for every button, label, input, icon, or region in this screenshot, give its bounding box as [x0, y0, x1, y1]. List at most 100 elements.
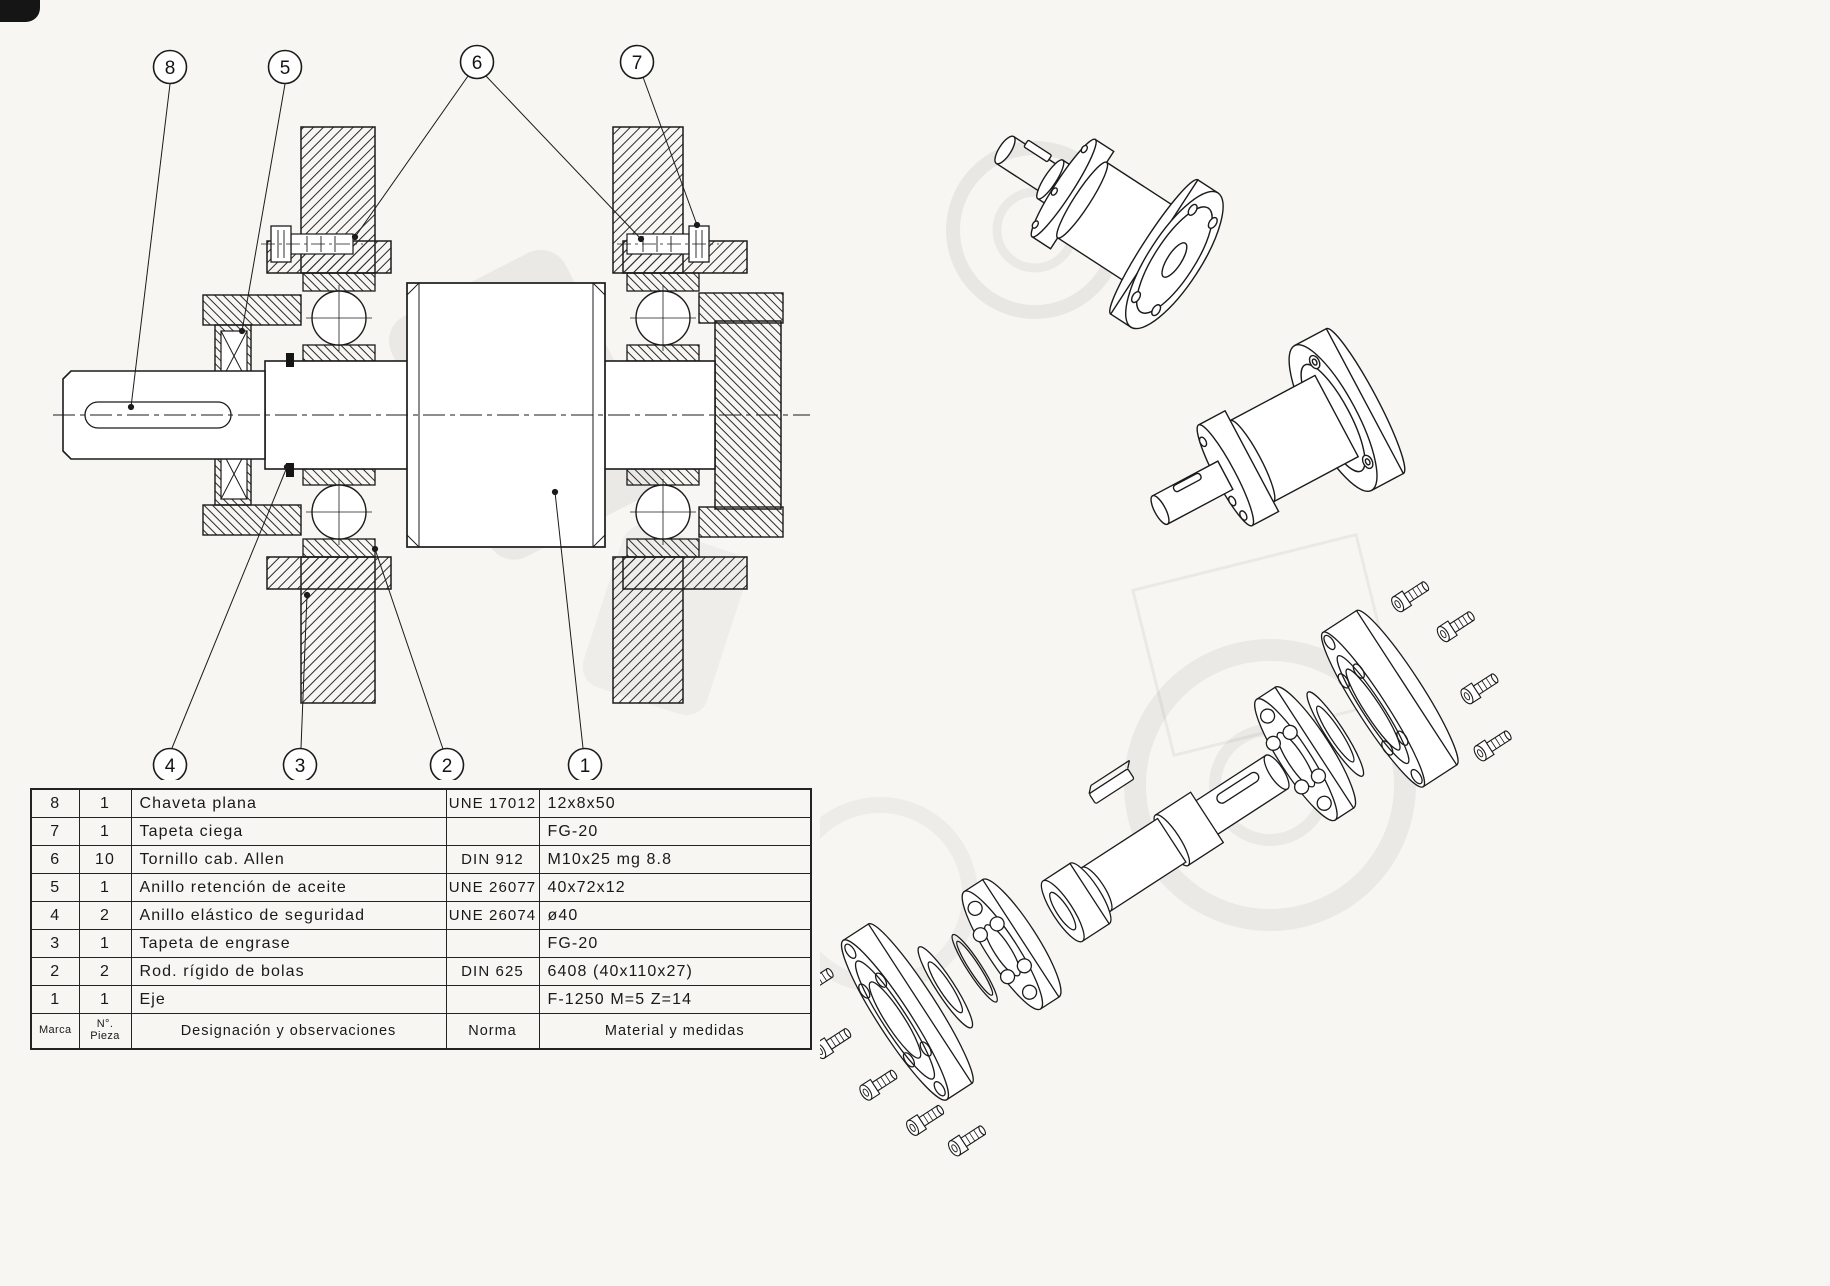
bom-cell-material: 40x72x12 — [538, 873, 812, 902]
assembled-view-1 — [994, 135, 1224, 330]
exploded-flange-far — [1320, 609, 1459, 788]
bom-cell-material: 12x8x50 — [538, 788, 812, 818]
bom-row: 7 1 Tapeta ciega FG-20 — [30, 817, 812, 846]
bom-cell-norma: UNE 17012 — [445, 788, 540, 818]
bom-header-material: Material y medidas — [538, 1013, 812, 1050]
shaft-end-face — [994, 135, 1016, 165]
bom-cell-designacion: Anillo elástico de seguridad — [130, 901, 447, 930]
svg-text:8: 8 — [165, 58, 176, 79]
bom-cell-marca: 1 — [30, 985, 80, 1014]
bom-cell-designacion: Eje — [130, 985, 447, 1014]
allen-screw — [1388, 577, 1433, 615]
bom-cell-marca: 2 — [30, 957, 80, 986]
bom-cell-designacion: Tapeta ciega — [130, 817, 447, 846]
bom-cell-pieza: 1 — [78, 873, 132, 902]
bom-cell-pieza: 2 — [78, 901, 132, 930]
exploded-bearing-near — [961, 878, 1062, 1011]
bom-row: 3 1 Tapeta de engrase FG-20 — [30, 929, 812, 958]
bom-cell-norma: DIN 625 — [445, 957, 540, 986]
svg-text:4: 4 — [165, 756, 176, 777]
svg-text:7: 7 — [632, 53, 643, 74]
allen-screw — [1471, 726, 1515, 764]
bom-cell-pieza: 10 — [78, 845, 132, 874]
bom-header-row: Marca N°. Pieza Designación y observacio… — [30, 1013, 812, 1050]
allen-screw — [945, 1121, 990, 1159]
exploded-seal-far — [1306, 691, 1365, 777]
bom-cell-marca: 3 — [30, 929, 80, 958]
section-view: 8 5 6 7 4 3 2 — [53, 44, 810, 780]
bom-cell-pieza: 1 — [78, 817, 132, 846]
exploded-spacer — [1040, 862, 1112, 943]
leader-lines — [127, 75, 701, 750]
bom-cell-material: M10x25 mg 8.8 — [538, 845, 812, 874]
rear-flange-face — [1124, 190, 1224, 330]
svg-text:6: 6 — [472, 53, 483, 74]
balloon-callout-7: 7 — [619, 44, 655, 80]
key-on-shaft — [1023, 139, 1052, 163]
svg-text:5: 5 — [280, 58, 291, 79]
bom-cell-designacion: Anillo retención de aceite — [130, 873, 447, 902]
bom-cell-pieza: 1 — [78, 985, 132, 1014]
bom-cell-material: FG-20 — [538, 929, 812, 958]
assembled-view-2 — [1150, 327, 1406, 527]
bom-cell-designacion: Rod. rígido de bolas — [130, 957, 447, 986]
allen-screw — [1457, 669, 1502, 707]
bom-header-norma: Norma — [445, 1013, 540, 1050]
bom-cell-marca: 6 — [30, 845, 80, 874]
allen-screw — [856, 1065, 901, 1103]
allen-screw — [903, 1100, 948, 1139]
bom-cell-marca: 5 — [30, 873, 80, 902]
bom-cell-pieza: 2 — [78, 957, 132, 986]
keyway-slot — [1216, 771, 1260, 804]
bom-header-marca: Marca — [30, 1013, 80, 1050]
allen-screw — [820, 1024, 855, 1062]
exploded-snap-ring — [951, 933, 998, 1003]
bom-header-designacion: Designación y observaciones — [130, 1013, 447, 1050]
bom-cell-norma — [445, 817, 540, 846]
exploded-bearing-far — [1254, 686, 1357, 822]
bom-cell-norma — [445, 929, 540, 958]
balloon-callout-8: 8 — [152, 49, 188, 85]
bom-cell-marca: 4 — [30, 901, 80, 930]
balloon-callout-4: 4 — [152, 747, 188, 780]
balloon-callout-3: 3 — [282, 747, 318, 780]
svg-text:2: 2 — [442, 756, 453, 777]
bom-header-pieza-line2: Pieza — [90, 1030, 120, 1042]
bom-cell-material: ø40 — [538, 901, 812, 930]
ball-bearing-left — [302, 272, 376, 558]
parts-table: 8 1 Chaveta plana UNE 17012 12x8x50 7 1 … — [30, 788, 812, 1050]
exploded-view — [820, 577, 1515, 1159]
shaft-end-face — [1150, 494, 1170, 526]
bom-cell-pieza: 1 — [78, 788, 132, 818]
exploded-oil-seal — [917, 946, 974, 1029]
bom-row: 4 2 Anillo elástico de seguridad UNE 260… — [30, 901, 812, 930]
balloon-callout-2: 2 — [429, 747, 465, 780]
bom-row: 1 1 Eje F-1250 M=5 Z=14 — [30, 985, 812, 1014]
bom-cell-norma — [445, 985, 540, 1014]
isometric-views — [820, 135, 1515, 1159]
balloon-callout-5: 5 — [267, 49, 303, 85]
ball-bearing-right — [626, 272, 700, 558]
bom-cell-marca: 8 — [30, 788, 80, 818]
bom-row: 8 1 Chaveta plana UNE 17012 12x8x50 — [30, 788, 812, 818]
bom-row: 6 10 Tornillo cab. Allen DIN 912 M10x25 … — [30, 845, 812, 874]
bom-cell-norma: UNE 26074 — [445, 901, 540, 930]
bom-cell-norma: DIN 912 — [445, 845, 540, 874]
bom-header-pieza: N°. Pieza — [78, 1013, 132, 1050]
svg-text:3: 3 — [295, 756, 306, 777]
bom-row: 2 2 Rod. rígido de bolas DIN 625 6408 (4… — [30, 957, 812, 986]
exploded-key — [1088, 759, 1135, 804]
balloon-callout-1: 1 — [567, 747, 603, 780]
bom-header-pieza-line1: N°. — [96, 1018, 114, 1031]
bom-cell-marca: 7 — [30, 817, 80, 846]
bom-cell-material: F-1250 M=5 Z=14 — [538, 985, 812, 1014]
scan-corner-artifact — [0, 0, 40, 22]
bom-cell-designacion: Tornillo cab. Allen — [130, 845, 447, 874]
bom-cell-designacion: Chaveta plana — [130, 788, 447, 818]
bom-row: 5 1 Anillo retención de aceite UNE 26077… — [30, 873, 812, 902]
snap-ring — [286, 353, 294, 477]
bom-cell-pieza: 1 — [78, 929, 132, 958]
exploded-flange-near — [840, 922, 974, 1101]
keyway-slot — [1172, 472, 1202, 493]
